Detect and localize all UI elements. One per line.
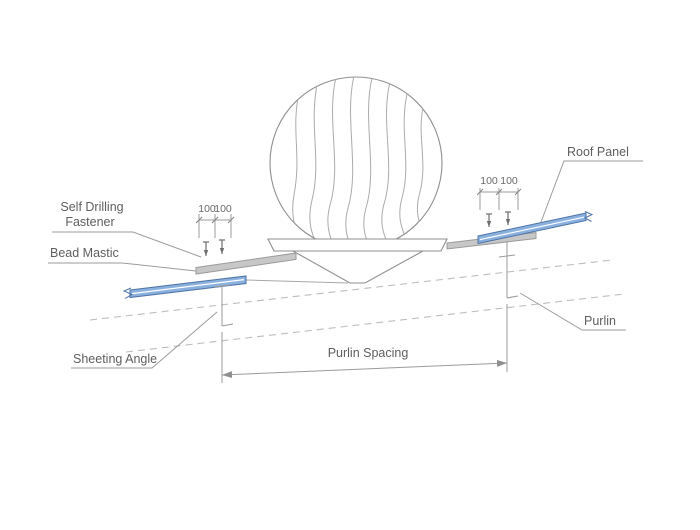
fastener-screw: [203, 241, 209, 256]
fastener-screw: [219, 239, 225, 254]
leader-line: [71, 311, 218, 369]
roof-panel-left: [122, 275, 247, 299]
label-bead-mastic: Bead Mastic: [48, 246, 197, 272]
purlin-shape: [498, 241, 519, 299]
leader-line: [48, 262, 197, 272]
panel-underlap-line: [245, 279, 349, 284]
leader-line: [52, 231, 202, 258]
log-circle: [269, 76, 443, 250]
fastener-screw: [505, 211, 511, 225]
saddle-plate: [267, 238, 448, 252]
purlin-plane-dashed-line-lower: [125, 293, 625, 353]
purlin-spacing-label: Purlin Spacing: [328, 346, 409, 360]
roof-panel-left-midline: [131, 279, 245, 295]
gutter-flashing: [290, 250, 424, 284]
break-mark-right: [583, 211, 594, 222]
label-sheeting-angle: Sheeting Angle: [71, 311, 218, 369]
sheeting-angle-shape: [213, 284, 234, 327]
label-self-drilling-fastener: Self Drilling Fastener: [52, 200, 202, 258]
break-mark-left: [122, 287, 134, 299]
fastener-dimension-left: 100 100: [195, 203, 235, 256]
bead-mastic-text: Bead Mastic: [50, 246, 119, 260]
purlin-text: Purlin: [584, 314, 616, 328]
leader-line: [519, 292, 626, 331]
fastener-dimension-right: 100 100: [476, 175, 522, 227]
sheeting-angle-text: Sheeting Angle: [73, 352, 157, 366]
bead-mastic-strip-left: [195, 252, 297, 275]
self-drilling-text-line1: Self Drilling: [60, 200, 123, 214]
log-section: [269, 76, 443, 250]
purlin-spacing-dimension: Purlin Spacing: [221, 304, 508, 383]
leader-line: [540, 160, 643, 223]
dimension-value: 100: [480, 175, 498, 187]
fastener-screw: [486, 213, 492, 227]
label-purlin: Purlin: [519, 292, 626, 331]
dimension-line: [221, 359, 508, 379]
label-roof-panel: Roof Panel: [540, 145, 643, 223]
self-drilling-text-line2: Fastener: [65, 215, 114, 229]
dimension-value: 100: [214, 203, 232, 215]
purlin-plane-dashed-line-upper: [89, 259, 613, 321]
roof-panel-right-midline: [479, 216, 585, 241]
roof-panel-right: [477, 211, 594, 245]
dimension-value: 100: [500, 175, 518, 187]
roof-panel-text: Roof Panel: [567, 145, 629, 159]
dimension-value: 100: [198, 203, 216, 215]
